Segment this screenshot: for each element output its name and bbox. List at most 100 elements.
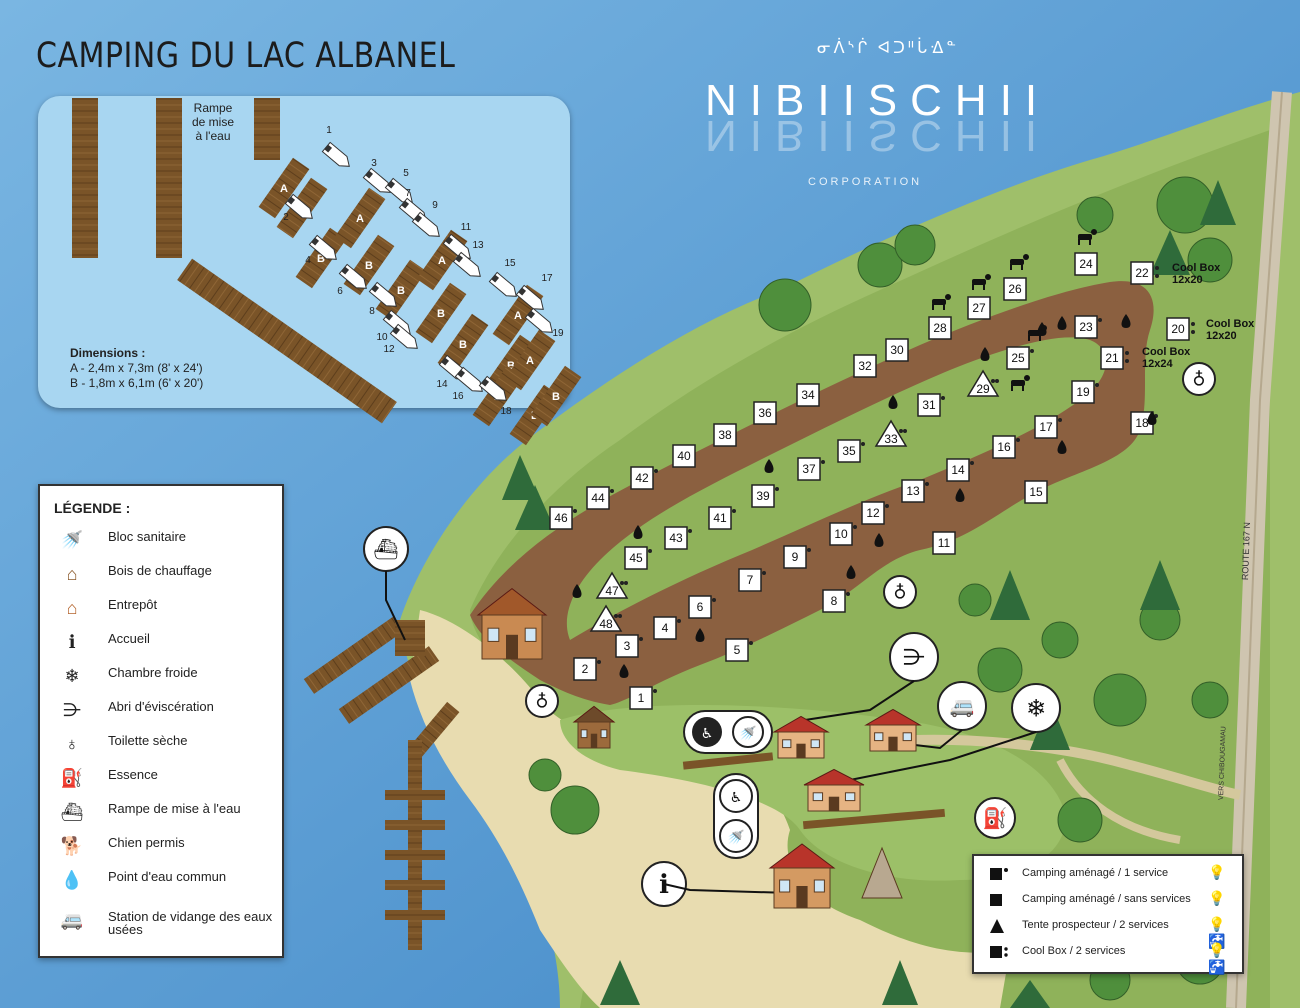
- main-docks: [303, 616, 460, 950]
- coolbox-label: Cool Box: [1172, 262, 1221, 274]
- lightbulb-faucet-icon: 💡🚰: [1208, 942, 1226, 975]
- key-label: Camping aménagé / 1 service: [1022, 867, 1169, 879]
- slot-letter: A: [356, 213, 364, 225]
- sand-beach: [410, 610, 1010, 1008]
- lightbulb-icon: 💡: [1208, 864, 1226, 880]
- boat-number: 1: [326, 125, 332, 136]
- legend-row-warehouse: ⌂ Entrepôt: [58, 594, 278, 622]
- boat-number: 19: [552, 328, 564, 339]
- coolbox-22-label: Cool Box 12x20: [1172, 262, 1220, 286]
- finger-dock: [530, 365, 582, 427]
- ramp-label: Rampe de mise à l'eau: [191, 101, 235, 143]
- triangle-icon: [990, 919, 1004, 933]
- boat: [308, 234, 337, 260]
- marina-inset: ABBABBABBABBABB 123456789101112131415161…: [38, 96, 582, 446]
- marina-diagram: ABBABBABBABBABB 123456789101112131415161…: [72, 98, 582, 446]
- slot-letter: B: [397, 285, 405, 297]
- boat: [411, 211, 440, 237]
- slot-letter: B: [365, 260, 373, 272]
- boat-number: 7: [405, 188, 411, 199]
- square-icon: [990, 894, 1002, 906]
- dog-icon: 🐕: [60, 835, 84, 856]
- boat: [284, 193, 313, 219]
- boat: [368, 281, 397, 307]
- slot-letter: B: [507, 360, 515, 372]
- key-row-coolbox: Cool Box / 2 services 💡🚰: [986, 942, 1236, 975]
- legend-label: Chien permis: [108, 835, 185, 850]
- key-label: Cool Box / 2 services: [1022, 945, 1126, 957]
- slot-letter: A: [280, 183, 288, 195]
- slot-letter: A: [438, 255, 446, 267]
- boat-number: 4: [305, 255, 311, 266]
- coolbox-21-label: Cool Box 12x24: [1142, 346, 1190, 370]
- dimension-b: B - 1,8m x 6,1m (6' x 20'): [70, 376, 204, 390]
- legend-row-firewood: ⌂ Bois de chauffage: [58, 560, 278, 588]
- legend-row-water: 💧 Point d'eau commun: [58, 866, 278, 894]
- boat-number: 18: [500, 406, 512, 417]
- finger-dock: [415, 282, 467, 344]
- legend-row-fuel: ⛽ Essence: [58, 764, 278, 792]
- slot-letter: B: [437, 308, 445, 320]
- key-row-no-service: Camping aménagé / sans services 💡: [986, 890, 1236, 910]
- coolbox-label: Cool Box: [1142, 346, 1191, 358]
- legend-label: Bois de chauffage: [108, 563, 212, 578]
- boat-number: 16: [452, 391, 464, 402]
- boat: [488, 271, 517, 297]
- boat-number: 6: [337, 286, 343, 297]
- boat-number: 9: [432, 200, 438, 211]
- boat: [389, 323, 418, 349]
- legend-title: LÉGENDE :: [54, 500, 131, 516]
- brand-name: NIBIISCHII: [705, 76, 1051, 125]
- warehouse-icon: ⌂: [66, 597, 78, 618]
- brand-subtitle: CORPORATION: [808, 176, 923, 188]
- pine-trees: [502, 180, 1236, 1008]
- dry-toilet-icon: ♁: [65, 733, 79, 754]
- boat-number: 17: [541, 273, 553, 284]
- legend-row-dump: 🚐 Station de vidange des eaux usées: [58, 906, 278, 942]
- brand-reflection: NIBIISCHII: [705, 111, 1051, 160]
- boat: [478, 375, 507, 401]
- route-167-edge: [1235, 91, 1283, 1008]
- boat-number: 10: [376, 332, 388, 343]
- legend-label: Chambre froide: [108, 665, 198, 680]
- sanitary-block-icon: 🚿: [60, 529, 84, 550]
- boat-number: 14: [436, 379, 448, 390]
- boat-number: 2: [283, 212, 289, 223]
- slot-letter: A: [526, 355, 534, 367]
- legend-label: Entrepôt: [108, 597, 158, 612]
- slot-letter: B: [459, 339, 467, 351]
- trail-interior: [566, 337, 1107, 640]
- info-icon: ℹ: [68, 631, 76, 652]
- legend-label: Essence: [108, 767, 158, 782]
- lightbulb-icon: 💡: [1208, 890, 1226, 906]
- legend-row-toilet: ♁ Toilette sèche: [58, 730, 278, 758]
- key-row-1-service: Camping aménagé / 1 service 💡: [986, 864, 1236, 884]
- rv-dump-station-icon: 🚐: [60, 909, 84, 930]
- finger-dock: [334, 187, 386, 249]
- snowflake-icon: ❄: [64, 665, 80, 686]
- boat: [452, 251, 481, 277]
- legend-label: Rampe de mise à l'eau: [108, 801, 241, 816]
- boat: [321, 141, 350, 167]
- finger-dock: [504, 329, 556, 391]
- coolbox-20-label: Cool Box 12x20: [1206, 318, 1254, 342]
- coolbox-label: Cool Box: [1206, 318, 1255, 330]
- boat-number: 3: [371, 158, 377, 169]
- boat-number: 8: [369, 306, 375, 317]
- legend-label: Bloc sanitaire: [108, 529, 187, 544]
- boat: [442, 233, 471, 259]
- route-label: ROUTE 167 N: [1240, 522, 1253, 581]
- brand-syllabics: ᓂᐲᔅᒌ ᐊᑐᐦᒑᐎᓐ: [817, 40, 959, 57]
- slot-letter: B: [317, 253, 325, 265]
- legend-row-sanitary: 🚿 Bloc sanitaire: [58, 526, 278, 554]
- slot-letter: A: [514, 310, 522, 322]
- map-title: CAMPING DU LAC ALBANEL: [36, 36, 456, 76]
- legend-panel: LÉGENDE : 🚿 Bloc sanitaire ⌂ Bois de cha…: [38, 484, 284, 958]
- fuel-pump-icon: ⛽: [60, 767, 84, 788]
- boat-number: 11: [461, 222, 472, 233]
- boat: [524, 307, 553, 333]
- site-type-key: Camping aménagé / 1 service 💡 Camping am…: [972, 854, 1244, 975]
- coolbox-size: 12x24: [1142, 358, 1173, 370]
